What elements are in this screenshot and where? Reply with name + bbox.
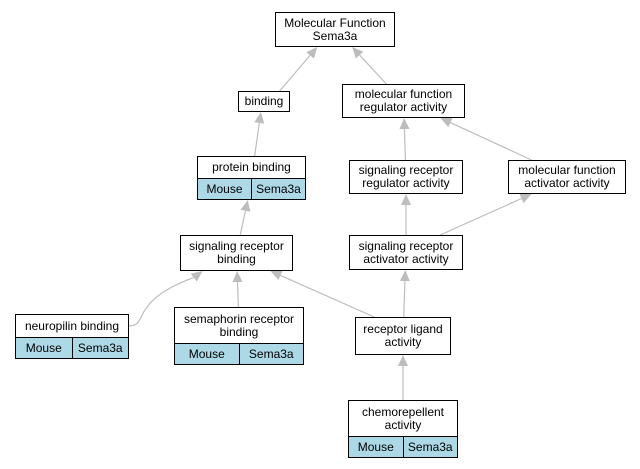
node-label: molecular function activator activity xyxy=(518,163,616,190)
edge-mfaa-to-mfra xyxy=(450,122,532,161)
node-molecular-function-activator-activity: molecular function activator activity xyxy=(508,160,626,194)
node-label: semaphorin receptor binding xyxy=(183,311,295,339)
arrowhead-mfra-to-root xyxy=(352,47,364,59)
node-label: signaling receptor binding xyxy=(189,239,284,266)
node-binding: binding xyxy=(238,91,290,112)
arrowhead-neuro-to-srb xyxy=(190,271,203,282)
node-label: receptor ligand activity xyxy=(363,322,443,349)
edge-sraa-to-mfaa xyxy=(439,197,522,236)
edge-neuro-to-srb xyxy=(128,277,194,327)
node-signaling-receptor-binding: signaling receptor binding xyxy=(180,235,293,271)
node-label: protein binding xyxy=(212,160,291,174)
node-molecular-function-regulator-activity: molecular function regulator activity xyxy=(342,84,465,118)
gene-tag: Sema3a xyxy=(71,338,128,358)
node-label: signaling receptor regulator activity xyxy=(358,163,454,190)
arrowhead-binding-to-root xyxy=(306,47,318,59)
edge-rla-to-srb xyxy=(280,274,375,318)
arrowhead-sema-to-srb xyxy=(232,271,243,283)
arrowhead-mfaa-to-mfra xyxy=(440,118,453,128)
arrowhead-rla-to-sraa xyxy=(399,270,410,282)
edge-rla-to-sraa xyxy=(403,280,406,318)
edge-srra-to-mfra xyxy=(403,128,406,161)
organism-tag: Mouse xyxy=(16,338,72,358)
arrowhead-chemo-to-rla xyxy=(398,355,408,366)
node-label: signaling receptor activator activity xyxy=(358,238,454,266)
node-label: chemorepellent activity xyxy=(361,404,445,432)
node-label: binding xyxy=(244,94,284,108)
arrowhead-srb-to-protein xyxy=(240,200,251,212)
organism-tag: Mouse xyxy=(175,344,239,364)
node-signaling-receptor-regulator-activity: signaling receptor regulator activity xyxy=(349,160,463,194)
arrowhead-srra-to-mfra xyxy=(399,118,410,130)
node-label: neuropilin binding xyxy=(24,318,120,333)
edge-binding-to-root xyxy=(279,54,311,92)
arrowhead-sraa-to-mfaa xyxy=(519,193,532,204)
node-signaling-receptor-activator-activity: signaling receptor activator activity xyxy=(349,235,463,270)
gene-tag: Sema3a xyxy=(238,344,303,364)
edge-srb-to-protein xyxy=(239,210,247,236)
organism-tag: Mouse xyxy=(349,437,403,457)
arrowhead-protein-to-binding xyxy=(254,112,265,124)
edge-sema-to-srb xyxy=(236,281,239,308)
edge-mfra-to-root xyxy=(359,54,387,85)
arrowhead-rla-to-srb xyxy=(270,270,283,281)
node-molecular-function-sema3a: Molecular Function Sema3a xyxy=(275,12,395,47)
gene-tag: Sema3a xyxy=(402,437,457,457)
node-label: Molecular Function Sema3a xyxy=(284,15,386,43)
gene-tag: Sema3a xyxy=(251,179,305,199)
node-label: molecular function regulator activity xyxy=(354,87,453,114)
arrowhead-sraa-to-srra xyxy=(401,194,411,205)
organism-tag: Mouse xyxy=(198,179,251,199)
node-receptor-ligand-activity: receptor ligand activity xyxy=(355,317,451,355)
edge-protein-to-binding xyxy=(254,122,260,157)
